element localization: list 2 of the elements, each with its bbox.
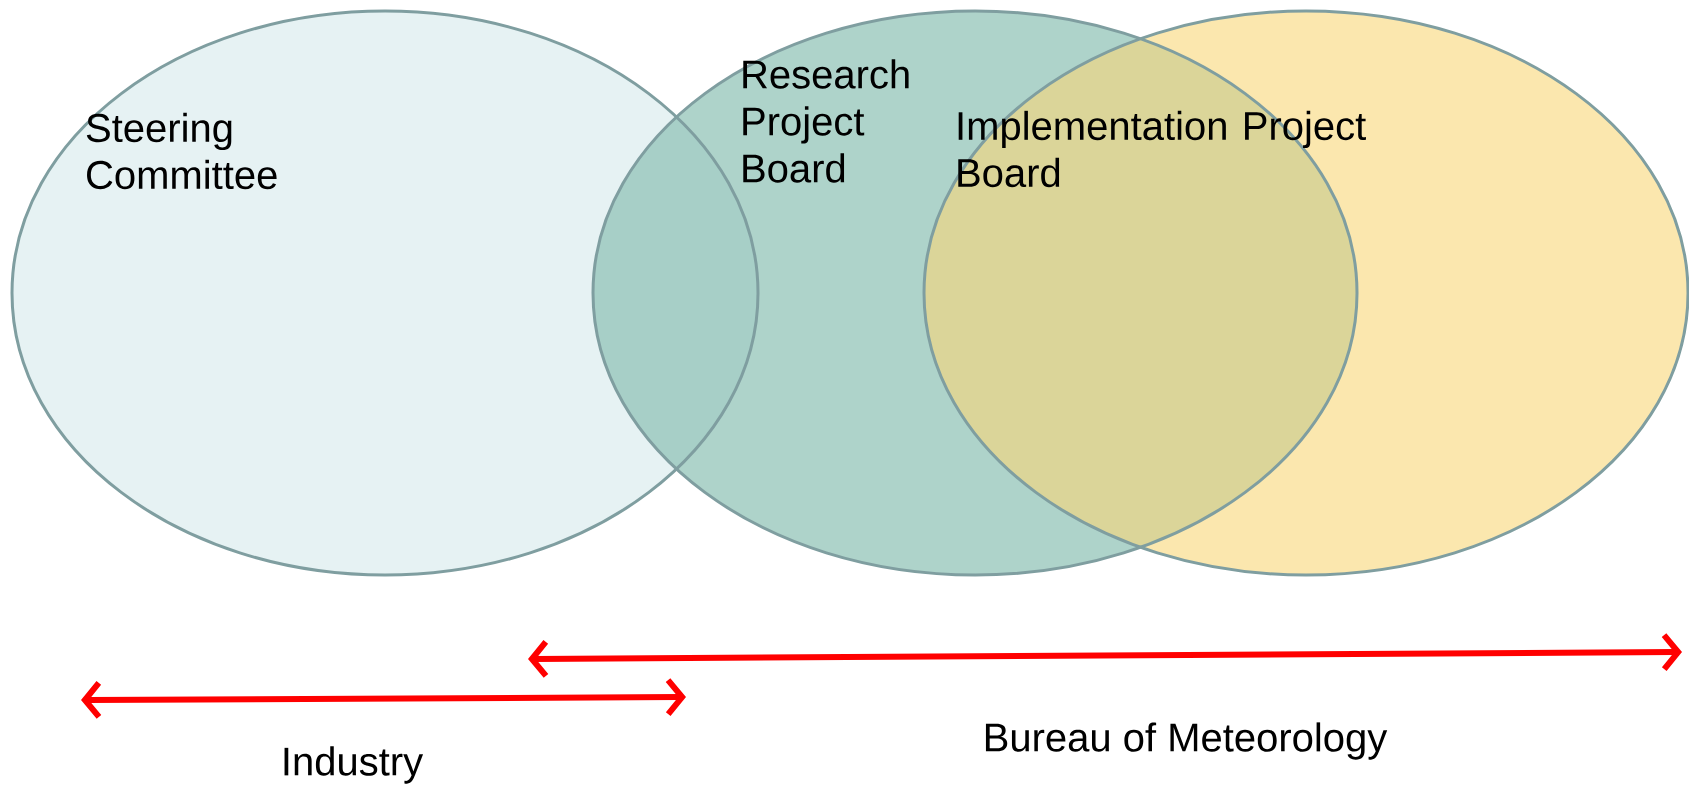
range-label: Industry: [284, 746, 424, 784]
range-label: Bureau of Meteorology: [985, 722, 1388, 760]
